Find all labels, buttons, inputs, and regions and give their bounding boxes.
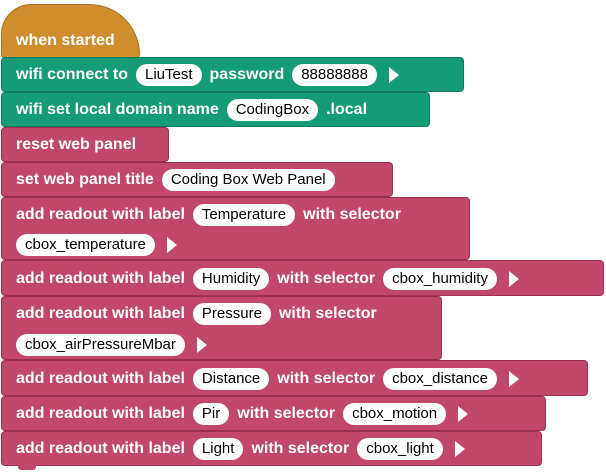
readout-selector-input[interactable]: cbox_motion xyxy=(343,403,447,425)
readout-prefix-label: add readout with label xyxy=(16,440,185,457)
readout-selector-input[interactable]: cbox_temperature xyxy=(16,234,155,256)
when-started-block[interactable]: when started xyxy=(1,4,140,58)
readout-block-light[interactable]: add readout with label Light with select… xyxy=(1,431,542,470)
play-arrow-icon xyxy=(388,67,399,83)
readout-prefix-label: add readout with label xyxy=(16,270,185,287)
panel-title-input[interactable]: Coding Box Web Panel xyxy=(161,169,335,191)
password-input[interactable]: 88888888 xyxy=(292,64,377,86)
readout-selector-input[interactable]: cbox_light xyxy=(357,438,443,460)
readout-label-input[interactable]: Distance xyxy=(192,368,270,390)
wifi-domain-block[interactable]: wifi set local domain name CodingBox .lo… xyxy=(1,92,430,127)
domain-suffix-label: .local xyxy=(326,101,368,118)
readout-label-input[interactable]: Pir xyxy=(192,403,230,425)
set-title-label: set web panel title xyxy=(16,171,154,188)
readout-prefix-label: add readout with label xyxy=(16,405,185,422)
readout-selector-input[interactable]: cbox_distance xyxy=(383,368,497,390)
when-started-label: when started xyxy=(16,32,115,49)
wifi-connect-label: wifi connect to xyxy=(16,66,128,83)
reset-web-panel-label: reset web panel xyxy=(16,136,137,153)
play-arrow-icon xyxy=(458,406,469,422)
wifi-domain-label: wifi set local domain name xyxy=(16,101,219,118)
readout-selector-input[interactable]: cbox_humidity xyxy=(383,268,497,290)
readout-label-input[interactable]: Humidity xyxy=(192,268,270,290)
readout-block-pressure[interactable]: add readout with label Pressure with sel… xyxy=(1,296,442,360)
domain-input[interactable]: CodingBox xyxy=(226,99,319,121)
wifi-connect-block[interactable]: wifi connect to LiuTest password 8888888… xyxy=(1,57,464,92)
readout-prefix-label: add readout with label xyxy=(16,305,185,322)
readout-selector-label: with selector xyxy=(277,270,376,287)
readout-block-pir[interactable]: add readout with label Pir with selector… xyxy=(1,396,546,431)
bottom-connector-notch xyxy=(18,465,36,470)
readout-label-input[interactable]: Light xyxy=(192,438,244,460)
readout-selector-input[interactable]: cbox_airPressureMbar xyxy=(16,334,185,356)
play-arrow-icon xyxy=(508,271,519,287)
play-arrow-icon xyxy=(196,337,207,353)
set-title-block[interactable]: set web panel title Coding Box Web Panel xyxy=(1,162,393,197)
readout-prefix-label: add readout with label xyxy=(16,206,185,223)
ssid-input[interactable]: LiuTest xyxy=(136,64,202,86)
readout-selector-label: with selector xyxy=(277,370,376,387)
readout-selector-label: with selector xyxy=(237,405,336,422)
readout-selector-label: with selector xyxy=(303,206,401,223)
password-label: password xyxy=(209,66,285,83)
play-arrow-icon xyxy=(166,237,177,253)
readout-block-temperature[interactable]: add readout with label Temperature with … xyxy=(1,197,470,260)
play-arrow-icon xyxy=(454,441,465,457)
play-arrow-icon xyxy=(508,371,519,387)
readout-block-distance[interactable]: add readout with label Distance with sel… xyxy=(1,360,588,396)
readout-selector-label: with selector xyxy=(278,305,377,322)
readout-block-humidity[interactable]: add readout with label Humidity with sel… xyxy=(1,260,604,296)
reset-web-panel-block[interactable]: reset web panel xyxy=(1,127,169,162)
readout-label-input[interactable]: Pressure xyxy=(192,303,271,325)
readout-label-input[interactable]: Temperature xyxy=(192,204,296,226)
readout-prefix-label: add readout with label xyxy=(16,370,185,387)
readout-selector-label: with selector xyxy=(251,440,350,457)
